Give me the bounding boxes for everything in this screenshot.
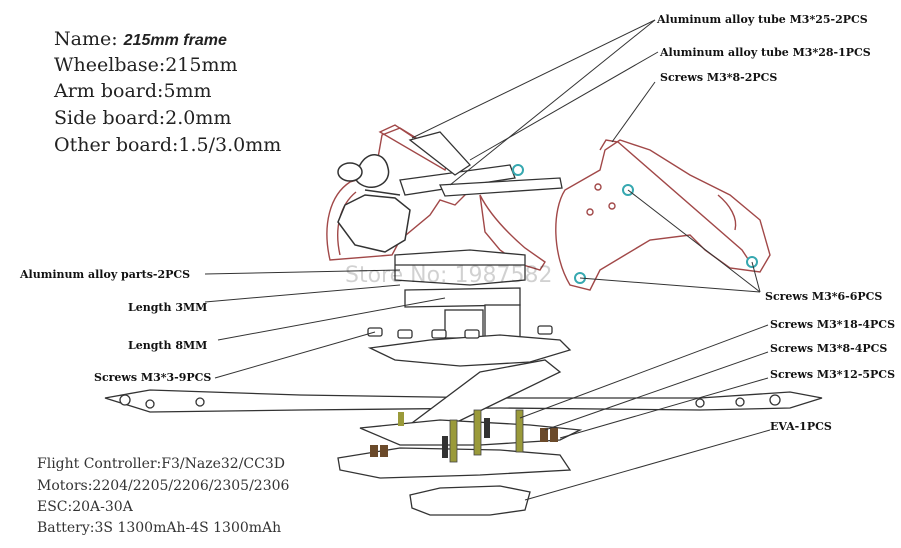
- spec-arm-board-label: Arm board:: [54, 80, 164, 102]
- spec-wheelbase-value: 215mm: [165, 54, 238, 76]
- spec-arm-board-value: 5mm: [163, 80, 212, 102]
- arm-board: [104, 359, 823, 441]
- spec-arm-board: Arm board:5mm: [54, 80, 212, 102]
- callout-screws-m3-8-2pcs: Screws M3*8-2PCS: [660, 71, 778, 84]
- callout-length-3mm: Length 3MM: [128, 301, 208, 314]
- camera-side-plate-right: [555, 139, 771, 291]
- spec-motors: Motors:2204/2205/2206/2305/2306: [37, 478, 290, 494]
- callout-screws-m3-8-4pcs: Screws M3*8-4PCS: [770, 342, 888, 355]
- callout-screws-m3-18: Screws M3*18-4PCS: [770, 318, 896, 331]
- standoffs: [370, 409, 558, 463]
- callout-screws-m3-6: Screws M3*6-6PCS: [765, 290, 883, 303]
- spec-side-board: Side board:2.0mm: [54, 107, 231, 129]
- spec-other-board: Other board:1.5/3.0mm: [54, 134, 281, 156]
- spec-name: Name: 215mm frame: [54, 28, 227, 50]
- callout-tube-m3-25: Aluminum alloy tube M3*25-2PCS: [657, 13, 868, 26]
- spec-battery: Battery:3S 1300mAh-4S 1300mAh: [37, 520, 282, 536]
- callout-tube-m3-28: Aluminum alloy tube M3*28-1PCS: [660, 46, 871, 59]
- callout-screws-m3-3: Screws M3*3-9PCS: [94, 371, 212, 384]
- spec-other-board-label: Other board:: [54, 134, 179, 156]
- spec-flight-controller: Flight Controller:F3/Naze32/CC3D: [37, 456, 285, 472]
- spec-esc: ESC:20A-30A: [37, 499, 133, 515]
- eva-pad: [409, 485, 531, 516]
- spec-wheelbase: Wheelbase:215mm: [54, 54, 238, 76]
- spec-wheelbase-label: Wheelbase:: [54, 54, 166, 76]
- mid-plate: [367, 325, 572, 367]
- spec-name-value: 215mm frame: [123, 32, 227, 49]
- callout-aluminum-parts: Aluminum alloy parts-2PCS: [20, 268, 191, 281]
- top-plate-stack: [394, 249, 526, 341]
- spec-side-board-value: 2.0mm: [165, 107, 232, 129]
- camera-body: [337, 154, 411, 253]
- callout-eva: EVA-1PCS: [770, 420, 832, 433]
- spec-side-board-label: Side board:: [54, 107, 166, 129]
- callout-length-8mm: Length 8MM: [128, 339, 208, 352]
- spec-name-label: Name:: [54, 28, 118, 50]
- watermark: Store No: 1987582: [345, 263, 552, 288]
- callout-screws-m3-12: Screws M3*12-5PCS: [770, 368, 896, 381]
- leader-lines: [204, 19, 771, 501]
- aluminum-tube-brackets: [399, 131, 563, 197]
- spec-other-board-value: 1.5/3.0mm: [178, 134, 282, 156]
